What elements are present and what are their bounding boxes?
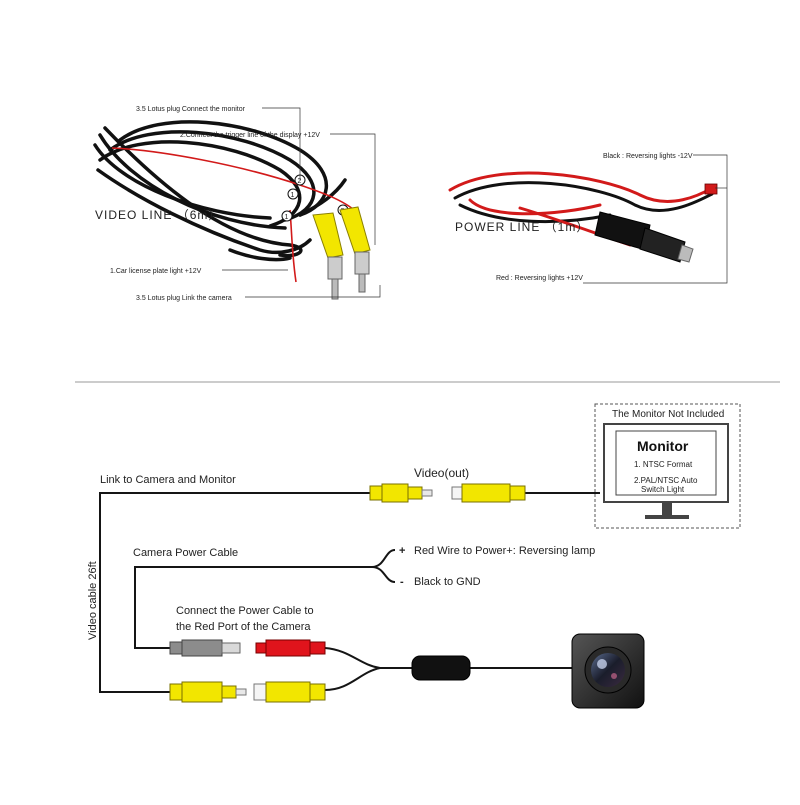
callout-monitor-plug: 3.5 Lotus plug Connect the monitor [136, 106, 246, 113]
power-cable-label: Camera Power Cable [133, 547, 238, 559]
video-line-photo: 2 1 1 2 3.5 Lotus plug Connect the monit… [93, 106, 381, 302]
monitor-stand [662, 502, 672, 516]
callout-camera-plug: 3.5 Lotus plug Link the camera [136, 295, 232, 302]
marker-1a: 1 [291, 192, 295, 199]
schematic-cables [99, 492, 600, 693]
power-line-title: POWER LINE （1m） [455, 220, 589, 234]
callout-plate-light: 1.Car license plate light +12V [110, 268, 202, 275]
video-cable-coil [93, 120, 347, 262]
connect-label-2: the Red Port of the Camera [176, 621, 311, 633]
connect-label-1: Connect the Power Cable to [176, 605, 314, 617]
black-gnd-label: Black to GND [414, 576, 481, 588]
callout-black: Black : Reversing lights -12V [603, 153, 693, 160]
wiring-schematic: Video(out) Link to Camera and Monitor Vi… [87, 403, 741, 709]
plus-sign: + [399, 545, 405, 557]
monitor-item-2b: Switch Light [641, 485, 685, 494]
dc-barrel-connector [594, 211, 694, 263]
power-line-photo: Black : Reversing lights -12V Red : Reve… [448, 153, 728, 284]
marker-2a: 2 [298, 178, 302, 185]
power-connector-end [704, 183, 718, 195]
monitor-base [645, 515, 689, 519]
monitor-box: The Monitor Not Included Monitor 1. NTSC… [594, 403, 741, 529]
power-callout-lines [583, 154, 728, 284]
power-plug-pair [169, 639, 326, 657]
video-out-label: Video(out) [414, 466, 469, 480]
video-rca-plugs-yellow [312, 206, 371, 300]
monitor-not-included: The Monitor Not Included [612, 409, 724, 420]
minus-sign: - [400, 576, 404, 588]
monitor-title: Monitor [637, 438, 689, 454]
inline-module [411, 655, 471, 681]
video-line-title: VIDEO LINE （6m） [95, 208, 221, 222]
monitor-item-1: 1. NTSC Format [634, 460, 693, 469]
callout-trigger: 2.Connect the trigger line of the displa… [180, 132, 320, 139]
link-label: Link to Camera and Monitor [100, 474, 236, 486]
camera-rca-pair [169, 681, 326, 703]
camera [571, 633, 645, 709]
video-out-connector [369, 483, 526, 503]
red-wire-label: Red Wire to Power+: Reversing lamp [414, 545, 595, 557]
video-callout-lines [222, 107, 381, 298]
callout-red: Red : Reversing lights +12V [496, 275, 583, 282]
power-cable-coil [448, 171, 714, 247]
monitor-item-2a: 2.PAL/NTSC Auto [634, 476, 698, 485]
marker-1b: 1 [285, 214, 289, 221]
video-cable-label: Video cable 26ft [87, 561, 99, 640]
